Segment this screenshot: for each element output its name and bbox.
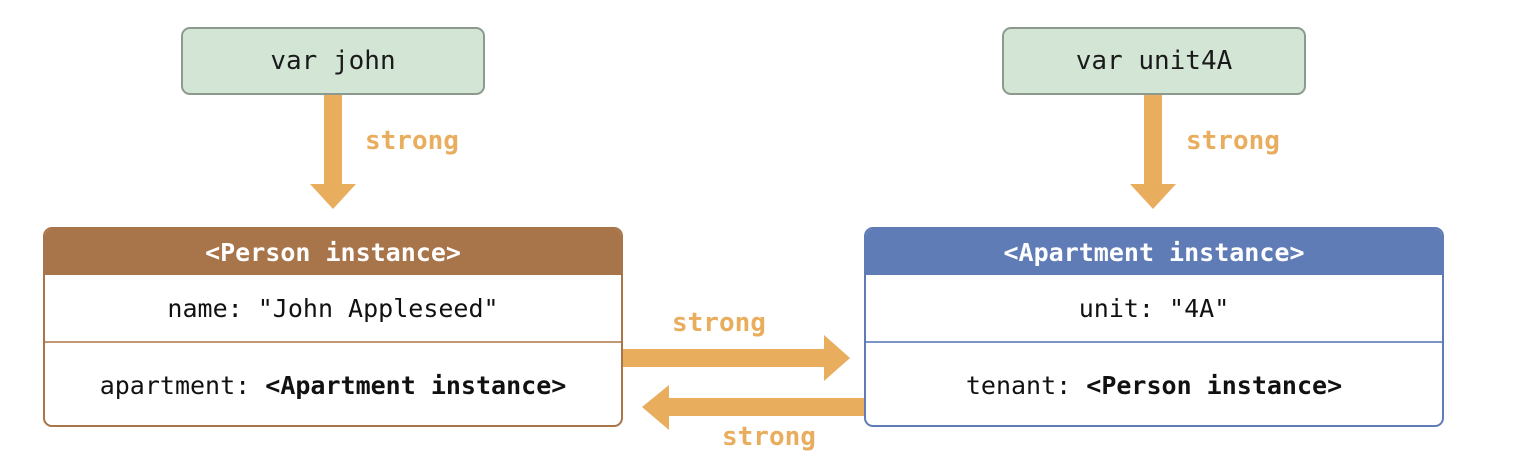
arrow-apartment-to-person <box>642 385 864 430</box>
person-apartment-value: <Apartment instance> <box>265 370 567 400</box>
var-unit4a-label: var unit4A <box>1075 46 1233 76</box>
person-apartment-row: apartment: <Apartment instance> <box>45 343 621 425</box>
person-name-key: name: <box>167 293 243 323</box>
arrow-unit4a-to-apartment <box>1130 95 1176 209</box>
apartment-unit-value: "4A" <box>1169 293 1230 323</box>
apartment-tenant-key: tenant: <box>965 370 1072 400</box>
strong-label-person-to-apartment: strong <box>672 308 766 338</box>
var-john-label: var john <box>270 46 396 76</box>
strong-label-john: strong <box>365 126 459 156</box>
apartment-tenant-row: tenant: <Person instance> <box>866 343 1442 425</box>
apartment-unit-key: unit: <box>1078 293 1154 323</box>
person-instance-card: <Person instance> name: "John Appleseed"… <box>43 227 623 427</box>
person-row-divider <box>45 341 621 343</box>
var-unit4a-box: var unit4A <box>1002 27 1306 95</box>
person-name-row: name: "John Appleseed" <box>45 275 621 341</box>
person-apartment-key: apartment: <box>99 370 251 400</box>
person-name-value: "John Appleseed" <box>257 293 499 323</box>
apartment-tenant-value: <Person instance> <box>1086 370 1343 400</box>
apartment-unit-row: unit: "4A" <box>866 275 1442 341</box>
apartment-instance-card: <Apartment instance> unit: "4A" tenant: … <box>864 227 1444 427</box>
arrow-person-to-apartment <box>623 335 850 381</box>
apartment-instance-title: <Apartment instance> <box>866 229 1442 275</box>
person-instance-title: <Person instance> <box>45 229 621 275</box>
strong-label-apartment-to-person: strong <box>722 422 816 452</box>
apartment-row-divider <box>866 341 1442 343</box>
arrow-john-to-person <box>310 95 356 209</box>
var-john-box: var john <box>181 27 485 95</box>
strong-label-unit4a: strong <box>1186 126 1280 156</box>
